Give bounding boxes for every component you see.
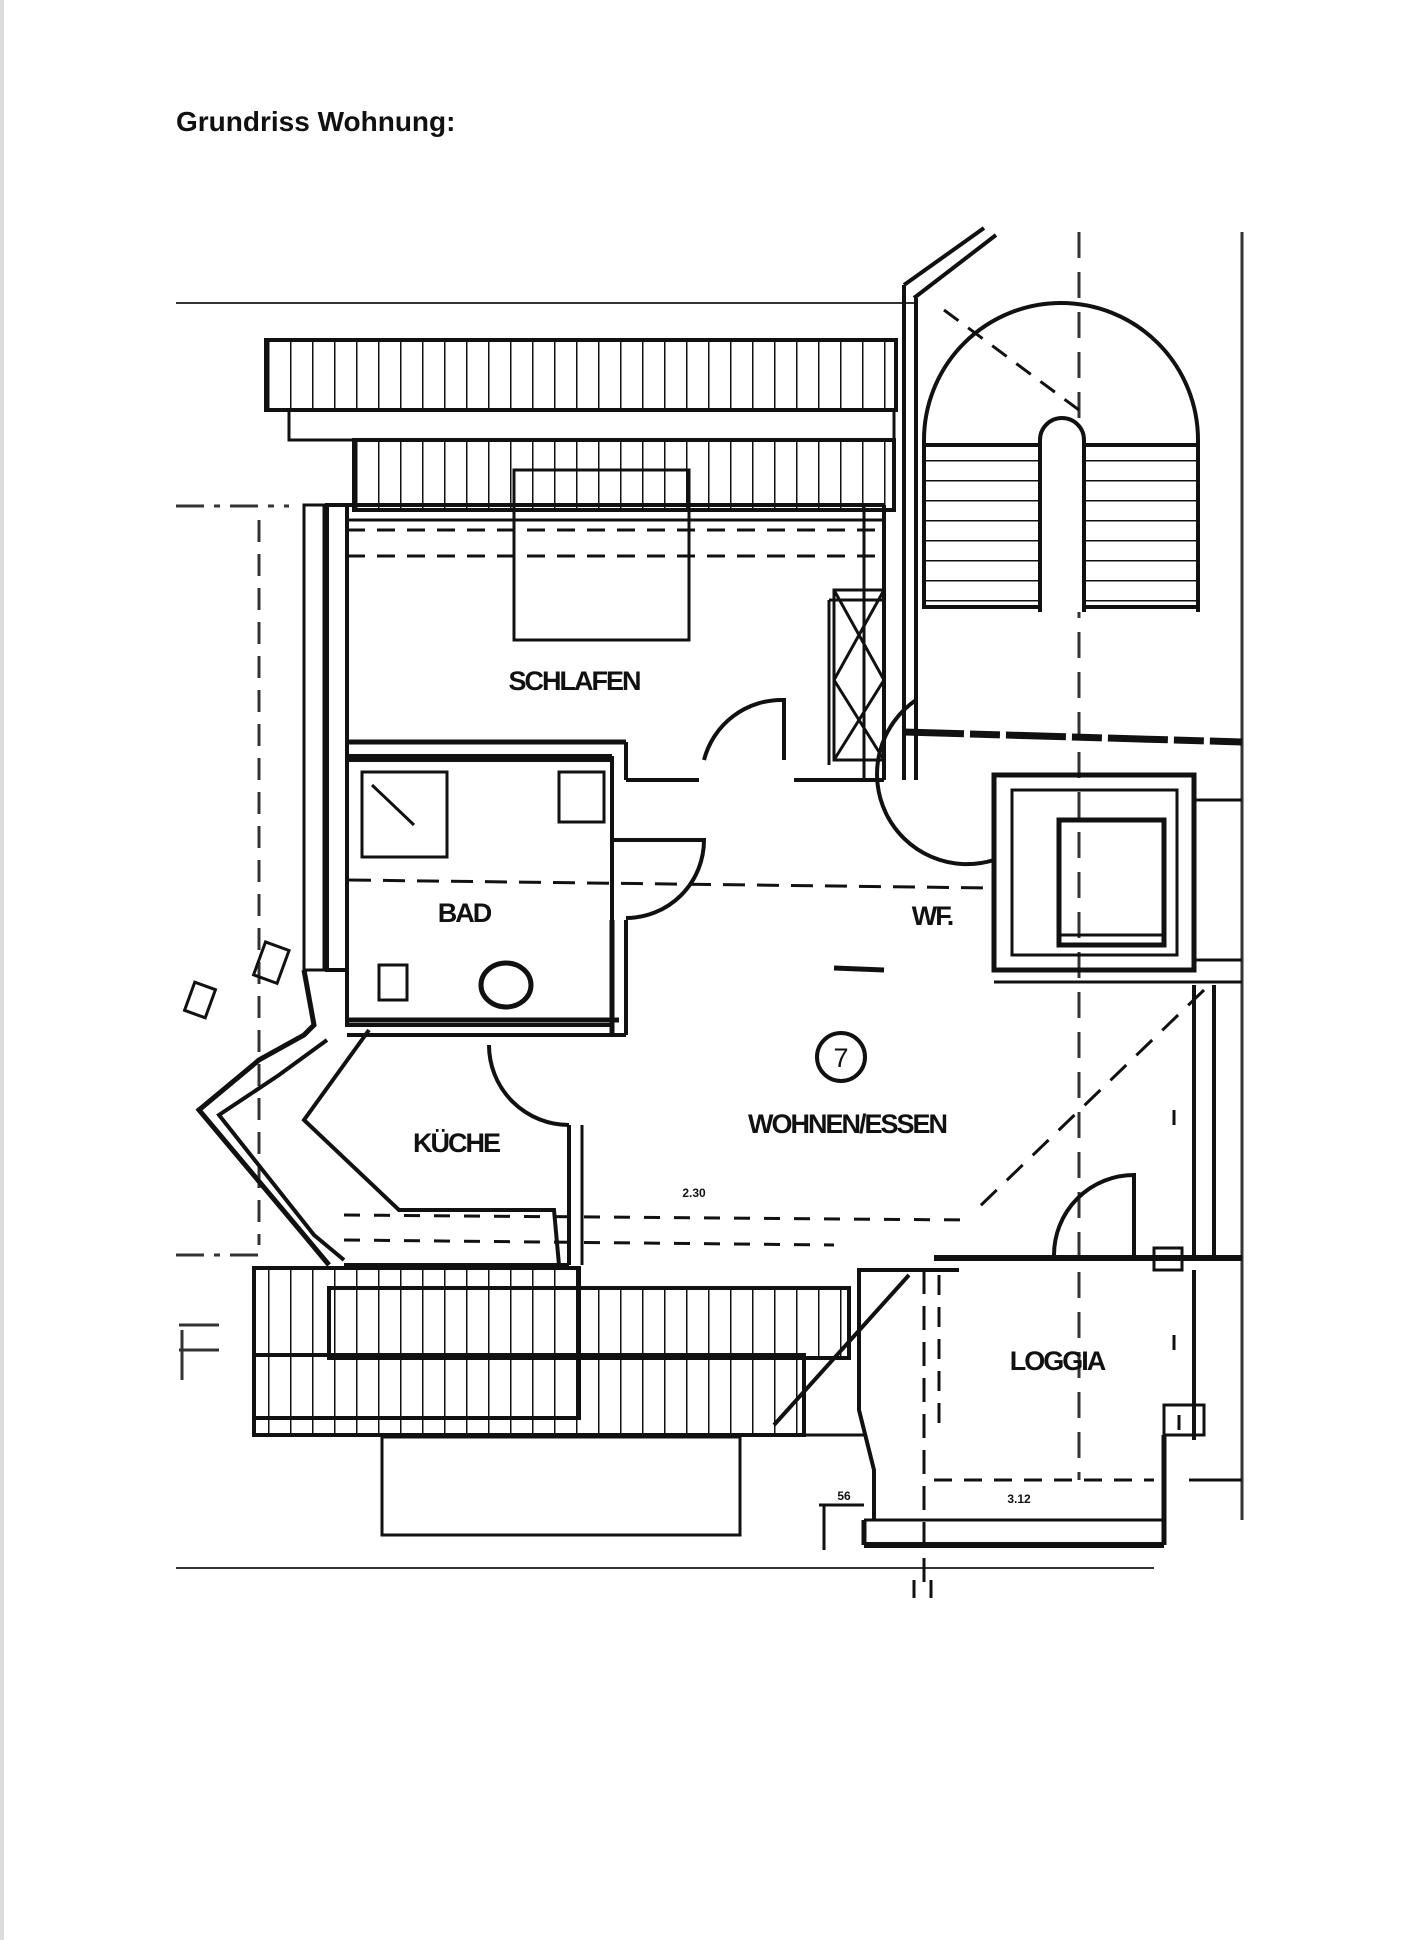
room-label-bad: BAD: [438, 898, 492, 928]
room-label-loggia: LOGGIA: [1010, 1346, 1106, 1376]
unit-number-circle: [815, 1031, 867, 1083]
room-label-wohnen-essen: WOHNEN/ESSEN: [748, 1109, 947, 1139]
walls: [195, 503, 1242, 1598]
unit-number: 7: [833, 1043, 848, 1073]
bathroom-fixtures: [360, 770, 606, 1010]
roof-hatch-bottom: [252, 1266, 851, 1537]
annotation-marks: [182, 939, 1181, 1430]
dimension-label: 56: [837, 1489, 851, 1503]
room-label-kueche: KÜCHE: [413, 1128, 500, 1158]
roof-hatch-top: [264, 338, 898, 512]
bed-outline: [512, 468, 691, 642]
wardrobe: [832, 588, 886, 762]
staircase: [902, 226, 1243, 780]
door-swings: [487, 697, 1136, 1256]
dimension-label: 3.12: [1007, 1492, 1031, 1506]
dimension-label: 2.30: [682, 1186, 706, 1200]
page-heading: Grundriss Wohnung:: [176, 106, 456, 137]
floor-plan-drawing: 7 SCHLAFEN BAD WF. KÜCHE WOHNEN/ESSEN LO…: [176, 226, 1244, 1598]
room-label-wf: WF.: [912, 901, 953, 931]
room-label-schlafen: SCHLAFEN: [509, 666, 640, 696]
site-boundary-lines: [176, 232, 1244, 1569]
